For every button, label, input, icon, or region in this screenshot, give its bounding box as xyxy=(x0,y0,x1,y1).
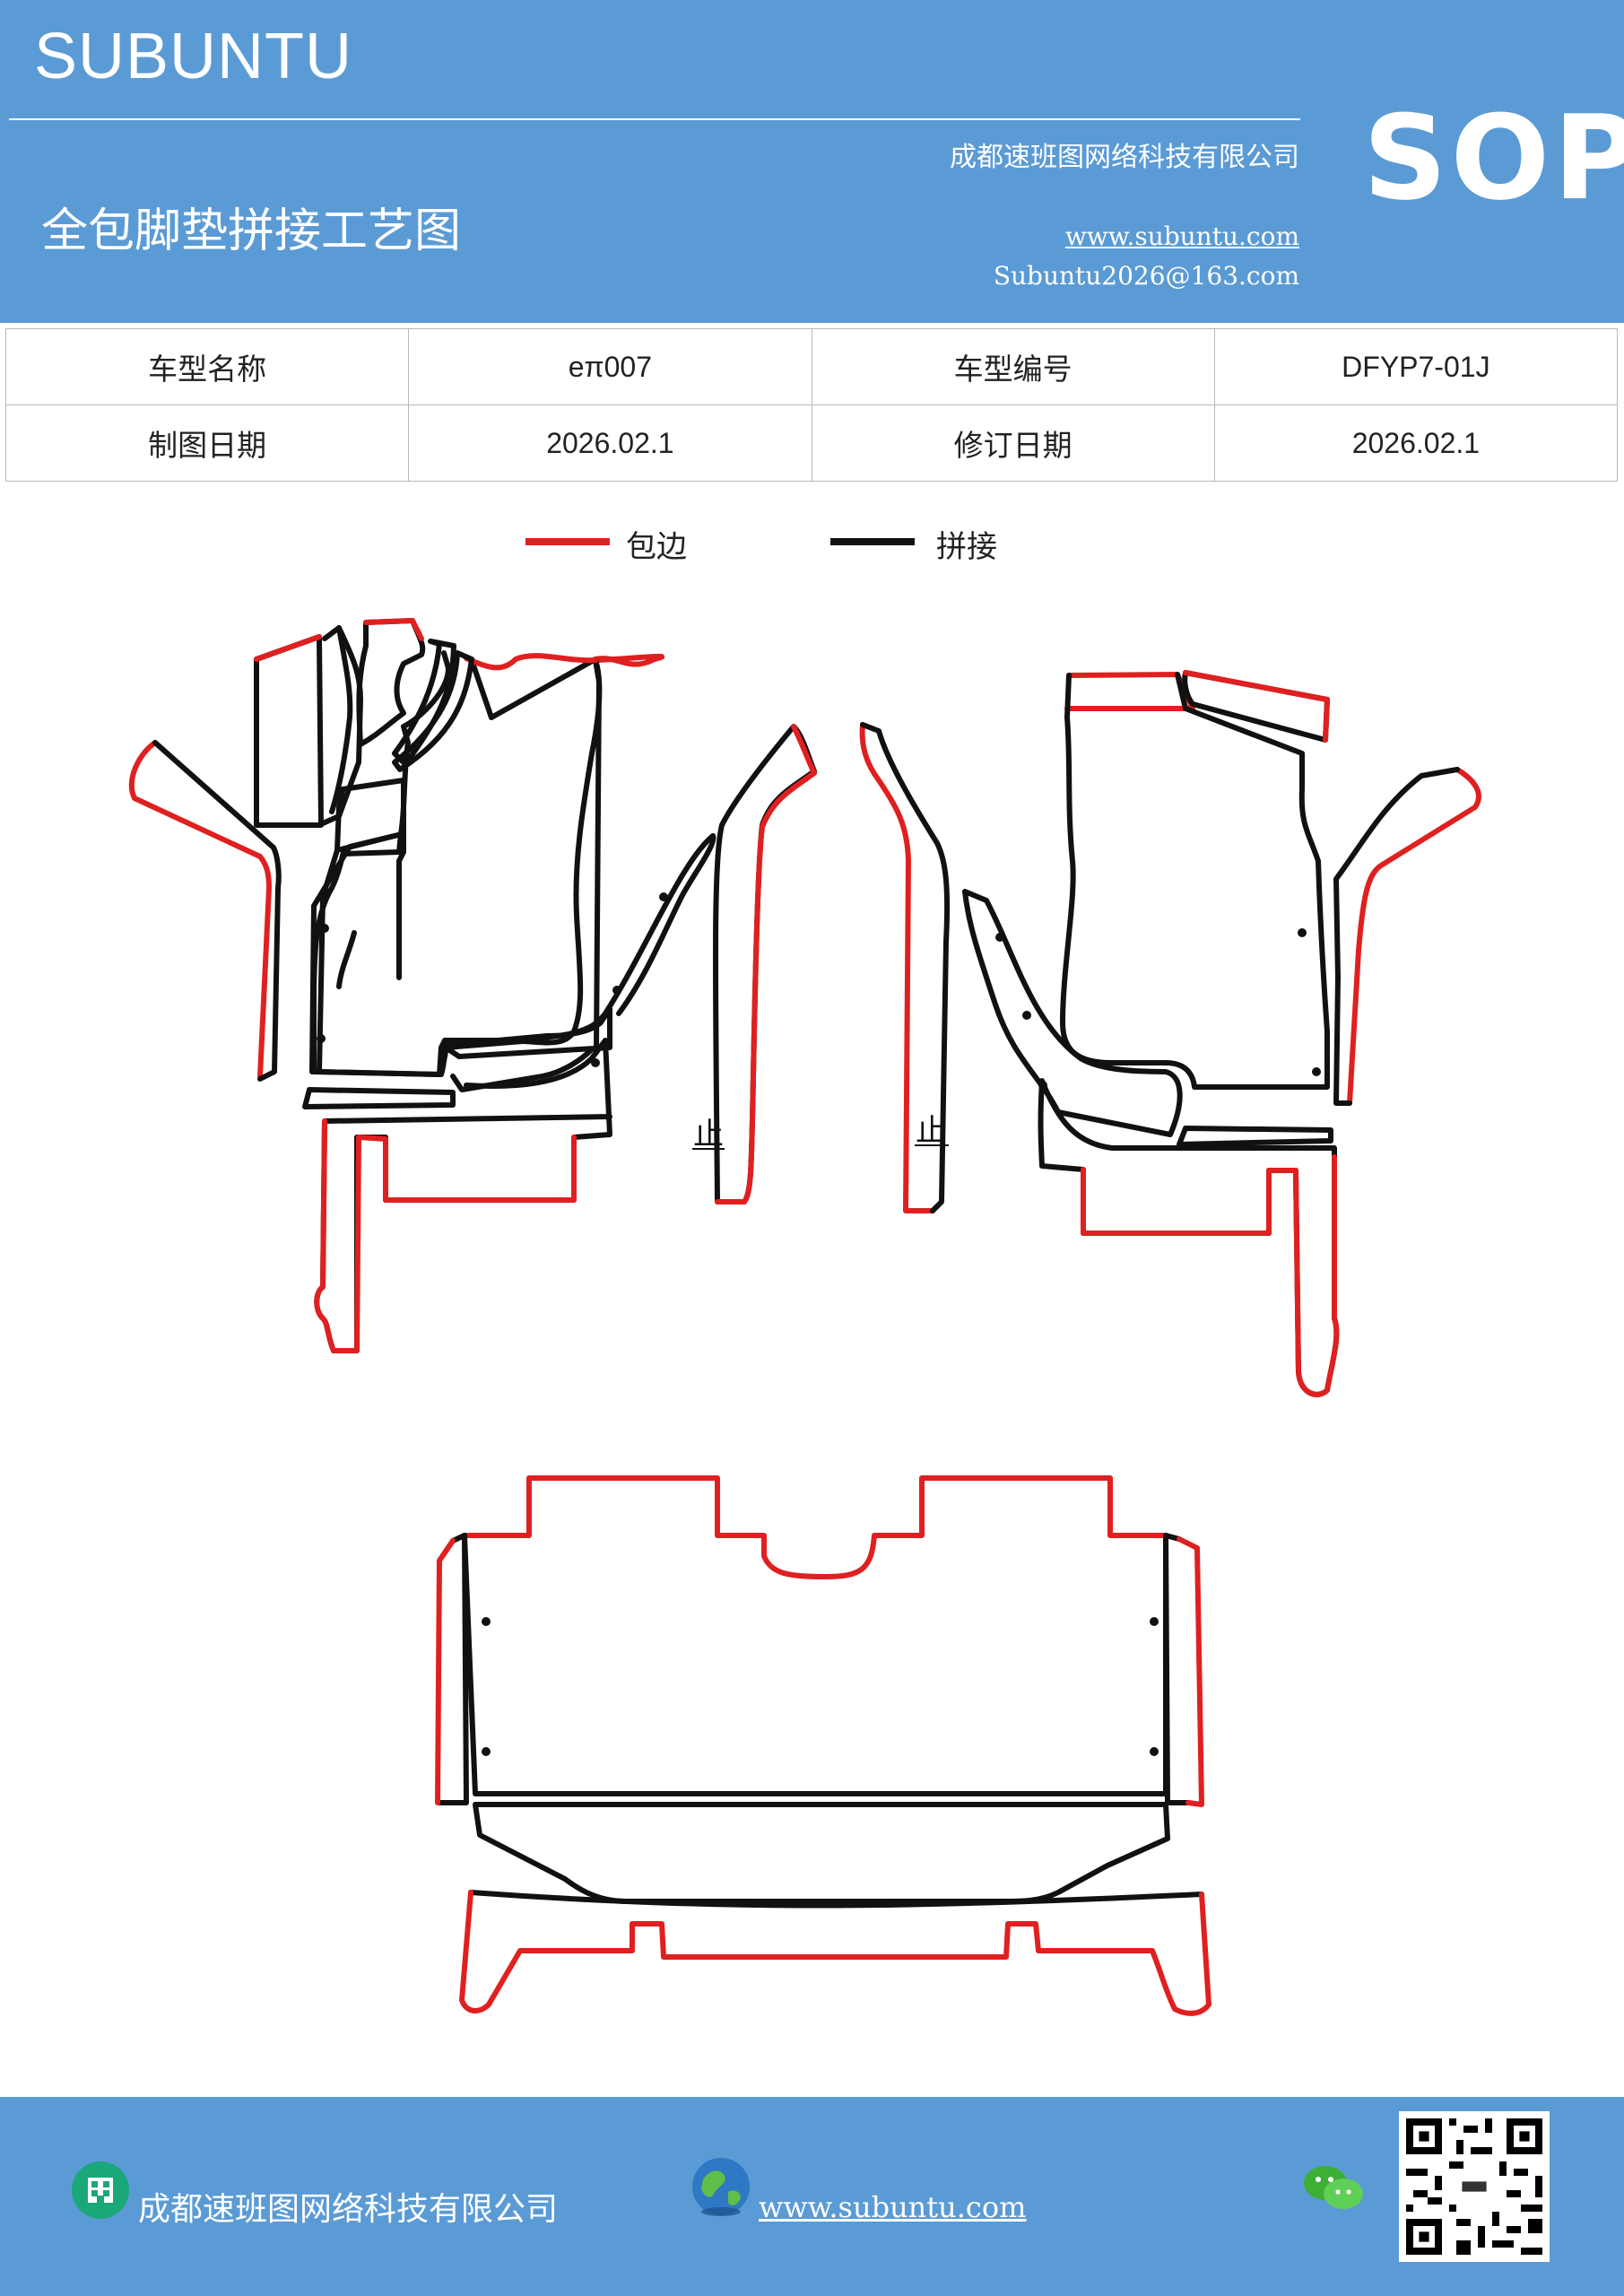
mounting-dots xyxy=(317,892,1321,1756)
globe-icon xyxy=(692,2158,750,2216)
value-model-code: DFYP7-01J xyxy=(1213,328,1619,405)
floor-mat-diagram: 止 止 xyxy=(128,618,1481,2016)
driver-mid-strip xyxy=(450,724,817,1205)
website-link[interactable]: www.subuntu.com xyxy=(1064,222,1299,251)
qr-code-pattern xyxy=(1399,2111,1550,2262)
table-row: 车型名称 eπ007 车型编号 DFYP7-01J xyxy=(4,328,1619,405)
legend-swatch-edge xyxy=(525,538,610,545)
driver-mat-outline xyxy=(254,618,603,1077)
rear-mat xyxy=(435,1475,1211,2016)
label-revision-date: 修订日期 xyxy=(811,404,1215,482)
info-table: 车型名称 eπ007 车型编号 DFYP7-01J 制图日期 2026.02.1… xyxy=(4,328,1619,482)
driver-threshold xyxy=(302,1006,612,1353)
value-model-name: eπ007 xyxy=(408,328,812,405)
passenger-side-strip xyxy=(1333,767,1481,1106)
footer-banner: 成都速班图网络科技有限公司 www.subuntu.com xyxy=(0,2097,1624,2296)
table-row: 制图日期 2026.02.1 修订日期 2026.02.1 xyxy=(4,404,1619,482)
footer-company: 成都速班图网络科技有限公司 xyxy=(138,2191,559,2228)
label-model-code: 车型编号 xyxy=(811,328,1215,405)
company-name: 成都速班图网络科技有限公司 xyxy=(950,142,1299,173)
value-revision-date: 2026.02.1 xyxy=(1213,404,1619,482)
header-divider xyxy=(9,118,1300,120)
header-banner: SUBUNTU 成都速班图网络科技有限公司 全包脚垫拼接工艺图 www.subu… xyxy=(0,0,1624,323)
legend-label-seam: 拼接 xyxy=(936,529,997,565)
wechat-icon[interactable] xyxy=(1302,2161,1365,2215)
brand-name: SUBUNTU xyxy=(34,21,353,92)
legend: 包边 拼接 xyxy=(0,520,1624,574)
email-address: Subuntu2026@163.com xyxy=(993,261,1299,291)
stop-mark-right: 止 xyxy=(916,1113,946,1149)
footer-website-link[interactable]: www.subuntu.com xyxy=(759,2190,1027,2224)
stop-mark-left: 止 xyxy=(693,1117,724,1152)
driver-side-strip xyxy=(128,740,282,1082)
label-model-name: 车型名称 xyxy=(4,328,410,405)
legend-label-edge: 包边 xyxy=(626,529,687,565)
sop-badge: SOP xyxy=(1363,90,1624,226)
building-icon xyxy=(72,2161,129,2219)
passenger-mat xyxy=(1060,670,1330,1090)
qr-code xyxy=(1399,2111,1550,2262)
label-drawing-date: 制图日期 xyxy=(4,404,410,482)
legend-swatch-seam xyxy=(830,538,915,545)
document-title: 全包脚垫拼接工艺图 xyxy=(41,204,462,258)
passenger-mid-strip xyxy=(859,722,1340,1397)
value-drawing-date: 2026.02.1 xyxy=(408,404,812,482)
